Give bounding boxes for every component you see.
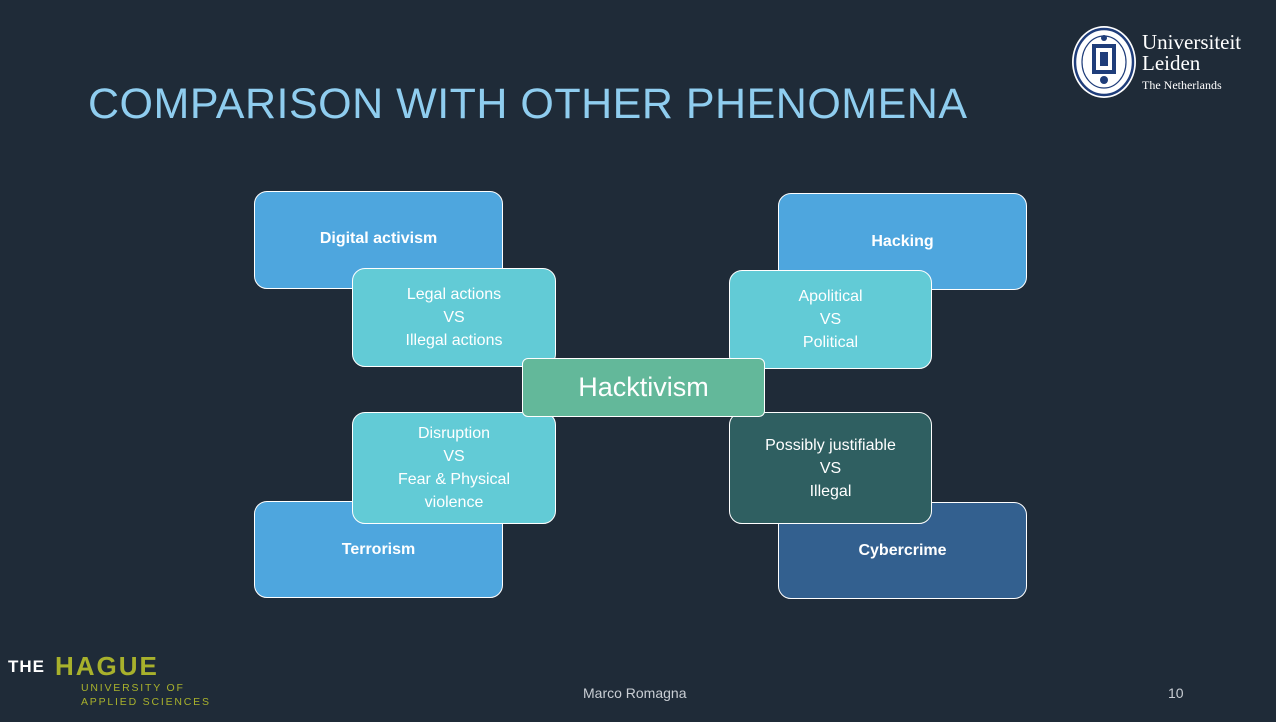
comparison-line: Legal actions: [406, 286, 502, 303]
comparison-line: VS: [819, 459, 842, 477]
comparison-line: violence: [424, 494, 484, 511]
comparison-box-cybercrime: Possibly justifiable VS Illegal: [729, 412, 932, 524]
hague-name: HAGUE: [55, 651, 159, 681]
comparison-line: VS: [819, 311, 842, 328]
footer-author: Marco Romagna: [583, 685, 687, 701]
comparison-line: Possibly justifiable: [765, 436, 896, 454]
hague-line2: APPLIED SCIENCES: [81, 696, 211, 708]
comparison-line: Illegal: [809, 482, 852, 500]
leiden-logo: Universiteit Leiden The Netherlands: [1072, 24, 1262, 102]
comparison-line: VS: [443, 448, 465, 465]
corner-label-digital-activism: Digital activism: [319, 230, 438, 247]
hague-the: THE: [8, 657, 45, 676]
leiden-wordmark: Universiteit Leiden The Netherlands: [1142, 32, 1241, 93]
corner-label-terrorism: Terrorism: [341, 541, 416, 558]
corner-label-cybercrime: Cybercrime: [858, 542, 947, 559]
comparison-line: Apolitical: [798, 288, 863, 305]
comparison-box-activism: Legal actions VS Illegal actions: [352, 268, 556, 367]
center-box-hacktivism: Hacktivism: [522, 358, 765, 417]
hague-line1: UNIVERSITY OF: [81, 682, 185, 694]
comparison-box-terrorism: Disruption VS Fear & Physical violence: [352, 412, 556, 524]
center-label: Hacktivism: [578, 372, 709, 402]
comparison-line: Illegal actions: [405, 332, 503, 349]
slide-title: COMPARISON WITH OTHER PHENOMENA: [88, 80, 968, 128]
page-number: 10: [1168, 685, 1184, 701]
corner-box-hacking: Hacking: [778, 193, 1027, 290]
leiden-line1: Universiteit: [1142, 30, 1242, 54]
leiden-seal-icon: [1072, 26, 1136, 98]
comparison-box-hacking: Apolitical VS Political: [729, 270, 932, 369]
comparison-line: Disruption: [417, 425, 490, 442]
comparison-line: Fear & Physical: [397, 471, 511, 488]
leiden-line2: Leiden: [1142, 51, 1201, 75]
hague-logo: THE HAGUE UNIVERSITY OF APPLIED SCIENCES: [8, 652, 211, 709]
comparison-line: VS: [443, 309, 465, 326]
corner-label-hacking: Hacking: [871, 232, 934, 250]
comparison-line: Political: [802, 334, 859, 351]
leiden-line3: The Netherlands: [1142, 78, 1222, 92]
